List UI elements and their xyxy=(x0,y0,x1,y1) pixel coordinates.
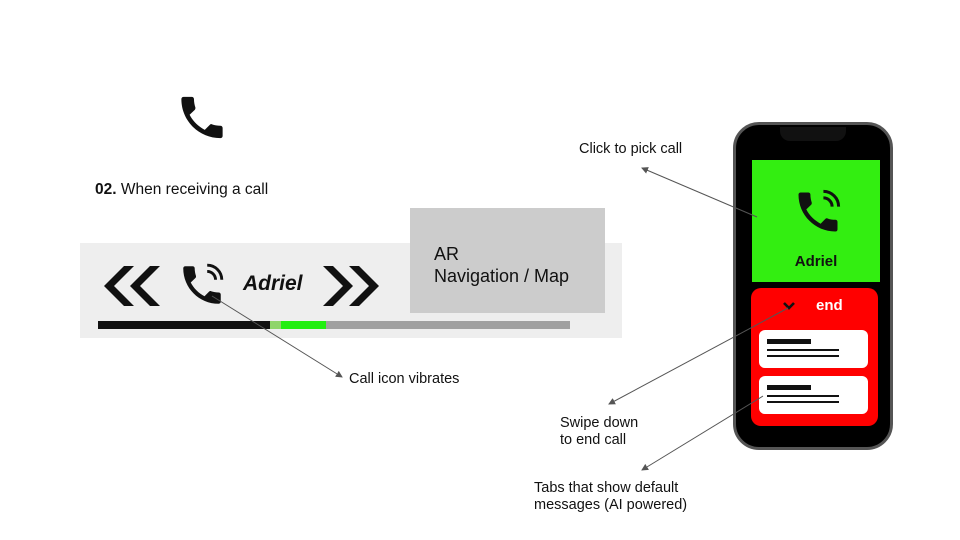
ringing-phone-icon xyxy=(183,263,224,304)
ar-panel-line1: AR xyxy=(434,244,460,264)
chevron-left-double-icon[interactable] xyxy=(104,266,162,306)
message-tab-title-line xyxy=(767,339,811,344)
end-call-label: end xyxy=(816,297,843,314)
message-tab[interactable] xyxy=(759,376,868,414)
message-tab-text-line xyxy=(767,401,839,403)
step-number: 02. xyxy=(95,181,117,198)
message-tab-title-line xyxy=(767,385,811,390)
message-tab-text-line xyxy=(767,349,839,351)
message-tab-text-line xyxy=(767,355,839,357)
message-tab-text-line xyxy=(767,395,839,397)
step-heading: 02. When receiving a call xyxy=(95,181,268,199)
phone-notch xyxy=(780,127,846,141)
ar-panel-line2: Navigation / Map xyxy=(434,266,570,286)
progress-head xyxy=(281,321,326,329)
ar-navigation-panel xyxy=(410,208,605,313)
annotation-tabs-line2: messages (AI powered) xyxy=(534,497,688,513)
annotation-vibrate: Call icon vibrates xyxy=(349,371,460,387)
annotation-swipe-line2: to end call xyxy=(560,432,627,448)
chevron-right-double-icon[interactable] xyxy=(321,266,379,306)
step-title: When receiving a call xyxy=(120,181,269,198)
message-tab[interactable] xyxy=(759,330,868,368)
annotation-swipe: Swipe down to end call xyxy=(560,415,638,449)
phone-caller-name: Adriel xyxy=(794,253,838,270)
annotation-tabs: Tabs that show default messages (AI powe… xyxy=(534,480,687,514)
call-icon xyxy=(181,96,223,139)
progress-played xyxy=(98,321,270,329)
annotation-tabs-line1: Tabs that show default xyxy=(534,480,679,496)
annotation-pick-call: Click to pick call xyxy=(579,141,683,157)
annotation-swipe-line1: Swipe down xyxy=(560,415,639,431)
progress-buffer xyxy=(270,321,281,329)
chevron-down-icon[interactable] xyxy=(782,301,796,311)
ar-panel-label: AR Navigation / Map xyxy=(434,243,569,287)
hud-caller-name: Adriel xyxy=(243,272,303,295)
accept-call-icon[interactable] xyxy=(792,186,844,238)
